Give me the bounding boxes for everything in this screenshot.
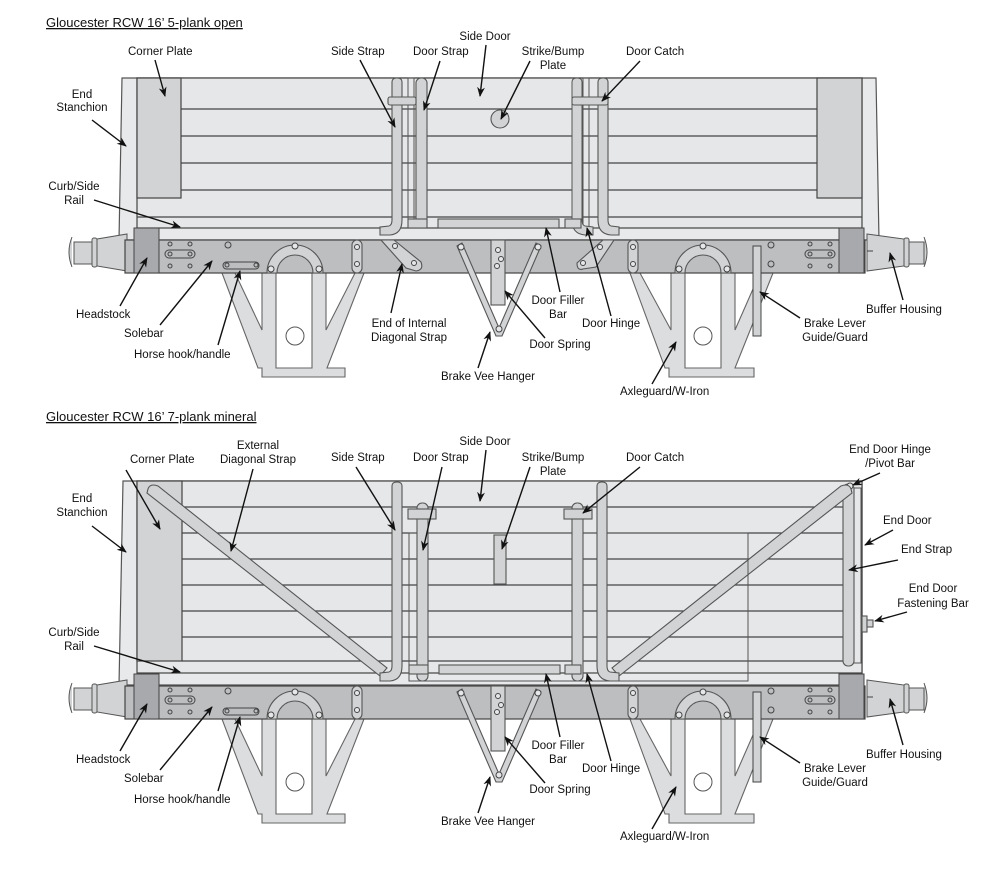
label-brake-lever-guide: Brake Lever	[804, 318, 866, 330]
label-external-diagonal-strap: External	[237, 440, 279, 452]
label-door-filler-bar: Door Filler	[531, 740, 584, 752]
svg-text:Plate: Plate	[540, 466, 566, 478]
svg-text:Diagonal Strap: Diagonal Strap	[220, 454, 296, 466]
label-corner-plate: Corner Plate	[130, 454, 195, 466]
side-strap-left	[379, 77, 403, 236]
label-door-hinge: Door Hinge	[582, 318, 640, 330]
label-strike-plate: Strike/Bump	[522, 452, 585, 464]
strike-plate	[490, 109, 510, 129]
svg-text:Fastening Bar: Fastening Bar	[897, 598, 969, 610]
label-end-door-fastening-bar: End Door	[909, 583, 958, 595]
label-headstock: Headstock	[76, 754, 131, 766]
svg-text:Stanchion: Stanchion	[56, 507, 107, 519]
door-filler-bar	[438, 664, 561, 675]
label-buffer-housing: Buffer Housing	[866, 304, 942, 316]
door-catch	[563, 508, 593, 520]
label-door-spring: Door Spring	[529, 339, 590, 351]
label-door-catch: Door Catch	[626, 452, 684, 464]
corner-plate-right	[816, 77, 863, 199]
label-end-door: End Door	[883, 515, 932, 527]
label-internal-diagonal-strap: End of Internal	[372, 318, 447, 330]
label-axleguard: Axleguard/W-Iron	[620, 386, 709, 398]
end-door-fastening-bar	[861, 615, 868, 633]
label-corner-plate: Corner Plate	[128, 46, 193, 58]
label-door-strap: Door Strap	[413, 452, 469, 464]
label-headstock: Headstock	[76, 309, 131, 321]
label-axleguard: Axleguard/W-Iron	[620, 831, 709, 843]
label-door-spring: Door Spring	[529, 784, 590, 796]
svg-text:Bar: Bar	[549, 754, 567, 766]
label-brake-vee-hanger: Brake Vee Hanger	[441, 816, 535, 828]
diagram-title: Gloucester RCW 16’ 7-plank mineral	[46, 409, 257, 424]
label-buffer-housing: Buffer Housing	[866, 749, 942, 761]
label-brake-vee-hanger: Brake Vee Hanger	[441, 371, 535, 383]
door-strap-left	[416, 502, 429, 682]
svg-text:Stanchion: Stanchion	[56, 102, 107, 114]
label-door-filler-bar: Door Filler	[531, 295, 584, 307]
diagram-title: Gloucester RCW 16’ 5-plank open	[46, 15, 243, 30]
label-end-door-hinge: End Door Hinge	[849, 444, 931, 456]
label-brake-lever-guide: Brake Lever	[804, 763, 866, 775]
side-strap-right	[597, 77, 620, 236]
svg-text:Diagonal Strap: Diagonal Strap	[371, 332, 447, 344]
label-side-door: Side Door	[459, 436, 510, 448]
svg-text:Bar: Bar	[549, 309, 567, 321]
label-horse-hook: Horse hook/handle	[134, 794, 231, 806]
door-straps	[379, 77, 620, 236]
label-curb-side-rail: Curb/Side	[48, 627, 99, 639]
door-filler-bar	[437, 218, 560, 229]
internal-diagonal-strap-right	[576, 239, 616, 270]
svg-text:Guide/Guard: Guide/Guard	[802, 332, 868, 344]
label-strike-plate: Strike/Bump	[522, 46, 585, 58]
label-door-strap: Door Strap	[413, 46, 469, 58]
label-curb-side-rail: Curb/Side	[48, 181, 99, 193]
door-strap-right	[571, 502, 584, 682]
diagram-7-plank-mineral: Gloucester RCW 16’ 7-plank mineral	[46, 409, 969, 843]
side-strap-left	[379, 481, 403, 682]
svg-text:Guide/Guard: Guide/Guard	[802, 777, 868, 789]
label-end-stanchion: End	[72, 493, 92, 505]
label-end-strap: End Strap	[901, 544, 952, 556]
label-end-stanchion: End	[72, 89, 92, 101]
svg-text:Rail: Rail	[64, 195, 84, 207]
svg-text:/Pivot Bar: /Pivot Bar	[865, 458, 915, 470]
label-side-strap: Side Strap	[331, 46, 385, 58]
side-strap-right	[596, 481, 620, 682]
svg-text:Rail: Rail	[64, 641, 84, 653]
diagram-5-plank-open: Gloucester RCW 16’ 5-plank open	[46, 15, 942, 398]
corner-plate-left	[136, 77, 182, 199]
label-solebar: Solebar	[124, 328, 164, 340]
label-solebar: Solebar	[124, 773, 164, 785]
door-strap-left	[415, 77, 428, 229]
label-door-catch: Door Catch	[626, 46, 684, 58]
label-side-strap: Side Strap	[331, 452, 385, 464]
end-strap	[842, 483, 855, 667]
svg-text:Plate: Plate	[540, 60, 566, 72]
label-horse-hook: Horse hook/handle	[134, 349, 231, 361]
label-side-door: Side Door	[459, 31, 510, 43]
plank-lines	[137, 108, 862, 218]
label-door-hinge: Door Hinge	[582, 763, 640, 775]
